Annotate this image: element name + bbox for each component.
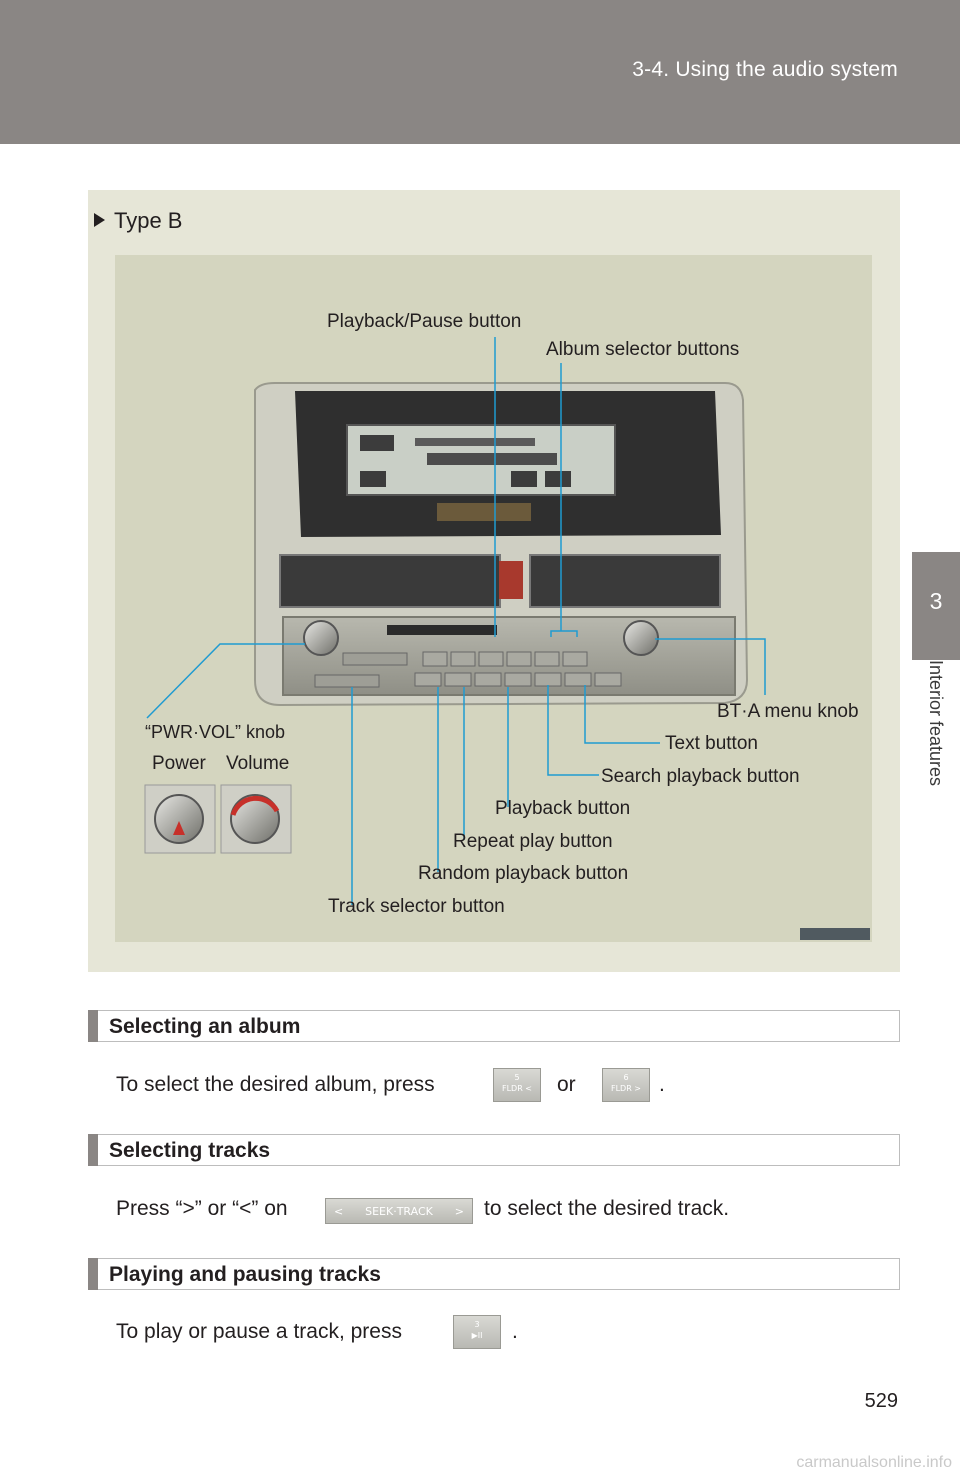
callout-album-selector: Album selector buttons <box>546 339 740 360</box>
callout-search-playback: Search playback button <box>601 766 800 787</box>
play-instruction-a: To play or pause a track, press <box>116 1320 402 1343</box>
chapter-label: Interior features <box>912 660 960 830</box>
seek-track-button[interactable]: < SEEK·TRACK > <box>325 1198 473 1224</box>
play-pause-icon: ▶II <box>471 1331 483 1340</box>
folder-down-label: FLDR < <box>501 1084 533 1093</box>
folder-up-button[interactable]: 6 FLDR > <box>602 1068 650 1102</box>
play-pause-button[interactable]: 3 ▶II <box>453 1315 501 1349</box>
callout-text-button: Text button <box>665 733 758 754</box>
album-instruction-b: or <box>557 1073 576 1096</box>
heading-selecting-tracks: Selecting tracks <box>88 1134 900 1166</box>
callout-repeat-play: Repeat play button <box>453 831 613 852</box>
section-title: 3-4. Using the audio system <box>632 58 898 81</box>
chapter-number: 3 <box>929 588 943 614</box>
triangle-arrow-icon <box>94 213 105 227</box>
folder-down-number: 5 <box>514 1073 520 1082</box>
header-band: 3-4. Using the audio system <box>0 0 960 144</box>
heading-accent <box>88 1258 98 1290</box>
play-instruction-b: . <box>512 1320 518 1343</box>
callout-power: Power <box>152 753 206 774</box>
tracks-instruction-a: Press “>” or “<” on <box>116 1197 288 1220</box>
heading-selecting-album: Selecting an album <box>88 1010 900 1042</box>
dashboard-illustration <box>144 337 870 940</box>
watermark: carmanualsonline.info <box>796 1454 952 1471</box>
chapter-tab[interactable]: 3 <box>912 552 960 660</box>
type-label: Type B <box>94 208 183 234</box>
seek-left-chevron-icon: < <box>334 1204 344 1218</box>
folder-up-number: 6 <box>623 1073 629 1082</box>
heading-text: Selecting tracks <box>109 1139 271 1162</box>
callout-pwr-vol-knob: “PWR·VOL” knob <box>145 722 286 742</box>
page-number: 529 <box>864 1390 898 1412</box>
heading-text: Playing and pausing tracks <box>109 1263 381 1286</box>
heading-playing-pausing: Playing and pausing tracks <box>88 1258 900 1290</box>
callout-volume: Volume <box>226 753 290 774</box>
heading-text: Selecting an album <box>109 1015 301 1038</box>
chapter-label-text: Interior features <box>926 660 946 787</box>
seek-track-label: SEEK·TRACK <box>365 1204 433 1218</box>
folder-up-label: FLDR > <box>610 1084 642 1093</box>
album-instruction-a: To select the desired album, press <box>116 1073 435 1096</box>
tracks-instruction-b: to select the desired track. <box>484 1197 730 1220</box>
heading-accent <box>88 1134 98 1166</box>
seek-right-chevron-icon: > <box>454 1204 464 1218</box>
callout-playback-pause: Playback/Pause button <box>327 311 522 332</box>
play-pause-number: 3 <box>474 1320 480 1329</box>
callout-playback-button: Playback button <box>495 798 631 819</box>
callout-track-selector: Track selector button <box>328 896 505 917</box>
callout-random-playback: Random playback button <box>418 863 629 884</box>
figure-box: Type B <box>88 190 900 972</box>
callout-bta-menu-knob: BT·A menu knob <box>717 701 859 722</box>
heading-accent <box>88 1010 98 1042</box>
audio-panel-photo: Playback/Pause button Album selector but… <box>115 255 872 942</box>
folder-down-button[interactable]: 5 FLDR < <box>493 1068 541 1102</box>
type-label-text: Type B <box>114 208 183 233</box>
album-instruction-c: . <box>659 1073 665 1096</box>
